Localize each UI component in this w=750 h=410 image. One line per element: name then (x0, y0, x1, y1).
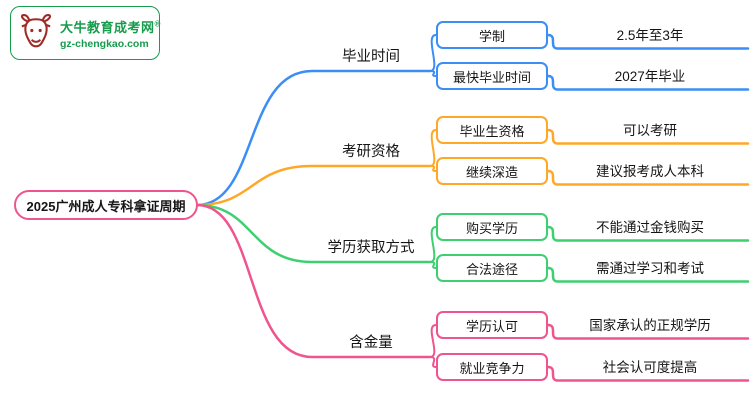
branch-0-lines (195, 33, 750, 207)
node-study-length: 学制 (436, 21, 548, 49)
logo[interactable]: 大牛教育成考网® gz-chengkao.com (10, 6, 160, 60)
value-degree-recognition: 国家承认的正规学历 (589, 318, 711, 333)
branch-3-lines (195, 203, 750, 382)
node-degree-recognition: 学历认可 (436, 311, 548, 339)
branch-label-credibility: 含金量 (349, 335, 393, 351)
node-legal-path: 合法途径 (436, 254, 548, 282)
branch-label-graduation-time: 毕业时间 (342, 49, 400, 65)
value-earliest-graduation: 2027年毕业 (614, 69, 686, 84)
branch-label-postgrad-eligibility: 考研资格 (342, 144, 400, 160)
value-graduate-eligibility: 可以考研 (623, 123, 677, 138)
root-node: 2025广州成人专科拿证周期 (14, 190, 198, 220)
logo-url[interactable]: gz-chengkao.com (60, 37, 149, 50)
logo-title: 大牛教育成考网® (60, 17, 161, 36)
node-employment-competitiveness: 就业竞争力 (436, 353, 548, 381)
value-study-length: 2.5年至3年 (616, 28, 684, 43)
node-earliest-graduation: 最快毕业时间 (436, 62, 548, 90)
bull-icon (20, 14, 52, 48)
value-further-study: 建议报考成人本科 (596, 164, 704, 179)
branch-1-lines (195, 128, 750, 207)
branch-label-degree-acquisition: 学历获取方式 (327, 240, 415, 256)
node-further-study: 继续深造 (436, 157, 548, 185)
trademark-mark: ® (154, 19, 161, 29)
value-buying-degree: 不能通过金钱购买 (596, 220, 704, 235)
node-buying-degree: 购买学历 (436, 213, 548, 241)
logo-title-text: 大牛教育成考网 (60, 19, 155, 35)
node-graduate-eligibility: 毕业生资格 (436, 116, 548, 144)
value-legal-path: 需通过学习和考试 (596, 261, 704, 276)
branch-2-lines (195, 203, 750, 283)
logo-text: 大牛教育成考网® gz-chengkao.com (60, 17, 161, 50)
value-employment-competitiveness: 社会认可度提高 (602, 360, 698, 375)
